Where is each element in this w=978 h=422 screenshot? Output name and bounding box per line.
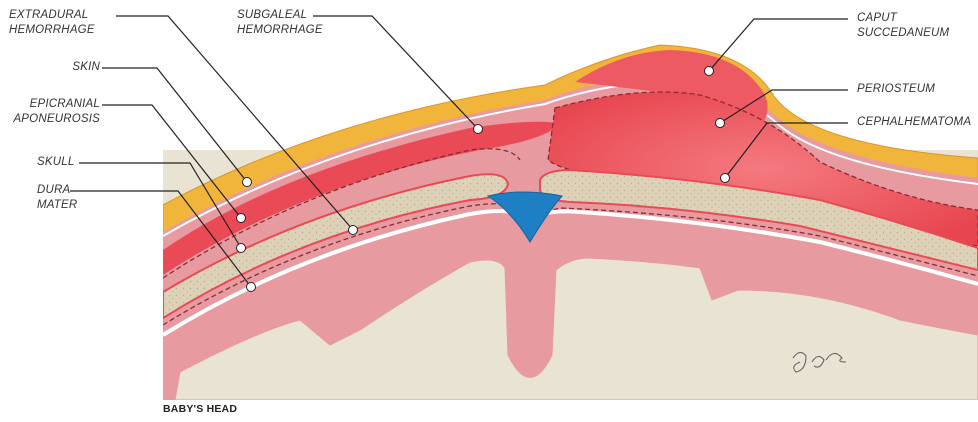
label-skull-text: SKULL [37,155,74,170]
label-subgaleal-line1: SUBGALEAL [237,8,323,23]
dot-skull [237,244,246,253]
label-extradural-line1: EXTRADURAL [9,8,95,23]
label-dura-line1: DURA [37,183,77,198]
figure-caption: BABY'S HEAD [163,403,237,415]
label-epicranial-line2: APONEUROSIS [13,112,100,127]
label-extradural-line2: HEMORRHAGE [9,23,95,38]
label-periosteum: PERIOSTEUM [857,82,935,97]
dot-cephalhematoma [721,174,730,183]
cross-section [163,45,978,400]
label-extradural-hemorrhage: EXTRADURAL HEMORRHAGE [9,8,95,38]
label-dura-mater: DURA MATER [37,183,77,213]
label-cephalhematoma-text: CEPHALHEMATOMA [857,115,971,130]
dot-skin [243,178,252,187]
dot-extradural [349,226,358,235]
label-dura-line2: MATER [37,198,77,213]
label-caput-line1: CAPUT [857,11,949,26]
label-skin: SKIN [72,60,100,75]
label-epicranial-line1: EPICRANIAL [13,97,100,112]
label-epicranial-aponeurosis: EPICRANIAL APONEUROSIS [13,97,100,127]
label-periosteum-text: PERIOSTEUM [857,82,935,97]
dot-subgaleal [474,125,483,134]
label-skin-text: SKIN [72,60,100,75]
label-subgaleal-line2: HEMORRHAGE [237,23,323,38]
label-cephalhematoma: CEPHALHEMATOMA [857,115,971,130]
dot-dura [247,283,256,292]
dot-periosteum [716,119,725,128]
label-subgaleal-hemorrhage: SUBGALEAL HEMORRHAGE [237,8,323,38]
label-caput-succedaneum: CAPUT SUCCEDANEUM [857,11,949,41]
label-skull: SKULL [37,155,74,170]
dot-caput [705,67,714,76]
dot-epicranial [237,214,246,223]
label-caput-line2: SUCCEDANEUM [857,26,949,41]
